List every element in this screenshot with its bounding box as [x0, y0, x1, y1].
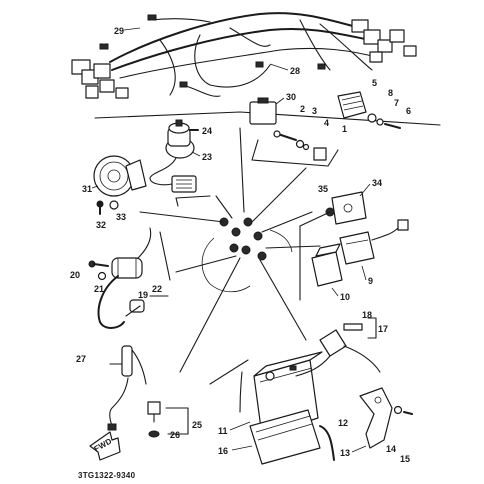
callout-32: 32	[96, 220, 106, 230]
callout-27: 27	[76, 354, 86, 364]
callout-30: 30	[286, 92, 296, 102]
callout-23: 23	[202, 152, 212, 162]
wire-harness	[71, 12, 417, 99]
relay-1	[313, 147, 327, 161]
bolt-6	[384, 123, 401, 129]
battery-strap	[319, 425, 335, 461]
callout-34: 34	[372, 178, 382, 188]
callout-25: 25	[192, 420, 202, 430]
bracket-main-switch	[175, 195, 211, 207]
callout-35: 35	[318, 184, 328, 194]
battery-bracket	[359, 387, 393, 449]
flasher-relay-5	[337, 91, 367, 119]
washer-7	[376, 118, 384, 126]
callout-19: 19	[138, 290, 148, 300]
callout-33: 33	[116, 212, 126, 222]
washer-3	[295, 139, 305, 149]
callout-labels: 29 28 30 2 3 4 1 5 8 7 6 24 23 31 35 34 …	[70, 26, 411, 464]
washer-14	[393, 405, 403, 415]
washer-33	[109, 200, 119, 210]
callout-16: 16	[218, 446, 228, 456]
callout-12: 12	[338, 418, 348, 428]
battery-case	[249, 409, 321, 465]
callout-8: 8	[388, 88, 393, 98]
horn	[93, 155, 147, 197]
callout-31: 31	[82, 184, 92, 194]
callout-15: 15	[400, 454, 410, 464]
callout-28: 28	[290, 66, 300, 76]
callout-6: 6	[406, 106, 411, 116]
callout-22: 22	[152, 284, 162, 294]
main-switch	[149, 119, 197, 193]
callout-21: 21	[94, 284, 104, 294]
callout-1: 1	[342, 124, 347, 134]
washer-8	[367, 113, 377, 123]
battery-cable	[295, 323, 381, 377]
washer-21	[97, 271, 107, 281]
callout-3: 3	[312, 106, 317, 116]
bracket-plate	[331, 191, 367, 225]
callout-24: 24	[202, 126, 212, 136]
ignitor-unit	[339, 219, 409, 265]
callout-13: 13	[340, 448, 350, 458]
part-code: 3TG1322-9340	[78, 471, 136, 480]
bracket-1	[251, 139, 339, 167]
sensor-lead	[107, 345, 147, 431]
washer-4	[302, 143, 310, 151]
callout-10: 10	[340, 292, 350, 302]
callout-9: 9	[368, 276, 373, 286]
bolt-15	[403, 411, 413, 415]
callout-29: 29	[114, 26, 124, 36]
callout-17: 17	[378, 324, 388, 334]
ignition-coil	[97, 227, 152, 329]
callout-4: 4	[324, 118, 329, 128]
ignitor-case	[311, 243, 343, 287]
callout-20: 20	[70, 270, 80, 280]
callout-14: 14	[386, 444, 396, 454]
callout-26: 26	[170, 430, 180, 440]
bolt-2	[273, 130, 297, 141]
neutral-switch	[147, 401, 161, 438]
rectifier-regulator	[249, 97, 277, 125]
callout-18: 18	[362, 310, 372, 320]
callout-5: 5	[372, 78, 377, 88]
callout-2: 2	[300, 104, 305, 114]
frame-mount-points	[201, 217, 293, 293]
callout-7: 7	[394, 98, 399, 108]
callout-11: 11	[218, 426, 228, 436]
leader-lines	[139, 127, 321, 373]
fwd-arrow-icon: FWD	[89, 431, 121, 461]
